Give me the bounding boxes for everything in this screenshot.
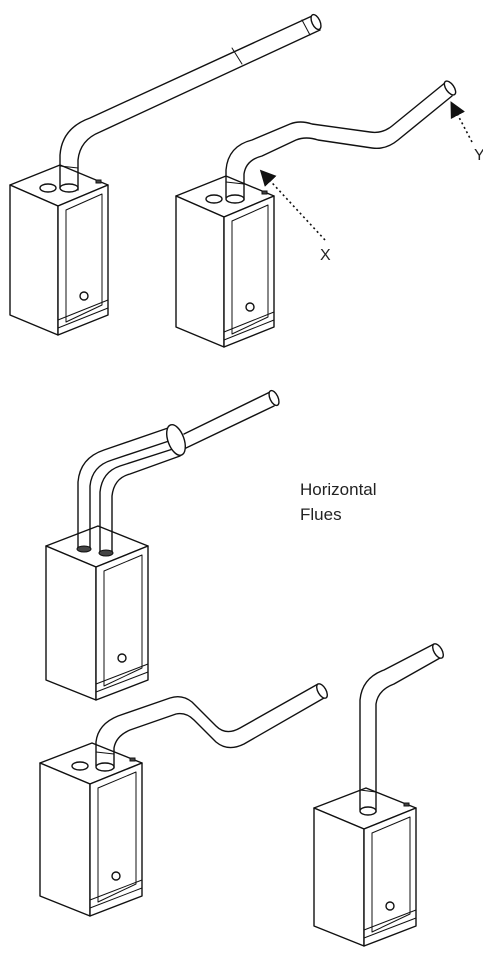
x-pointer-arrow [259,169,326,241]
boiler-unit-2 [175,175,275,348]
flue-pipe-5 [359,643,444,816]
label-x: X [320,247,331,264]
boiler-unit-4 [39,742,143,917]
flue-pipe-3 [76,389,280,557]
flue-pipe-4 [95,683,328,772]
y-pointer-arrow [450,101,473,143]
caption-line-2: Flues [300,505,342,524]
boiler-unit-1 [9,164,109,336]
label-y: Y [474,147,483,164]
boiler-unit-3 [45,525,149,701]
caption-line-1: Horizontal [300,480,377,499]
flue-pipe-1 [59,13,322,193]
flue-pipe-2 [225,80,457,204]
